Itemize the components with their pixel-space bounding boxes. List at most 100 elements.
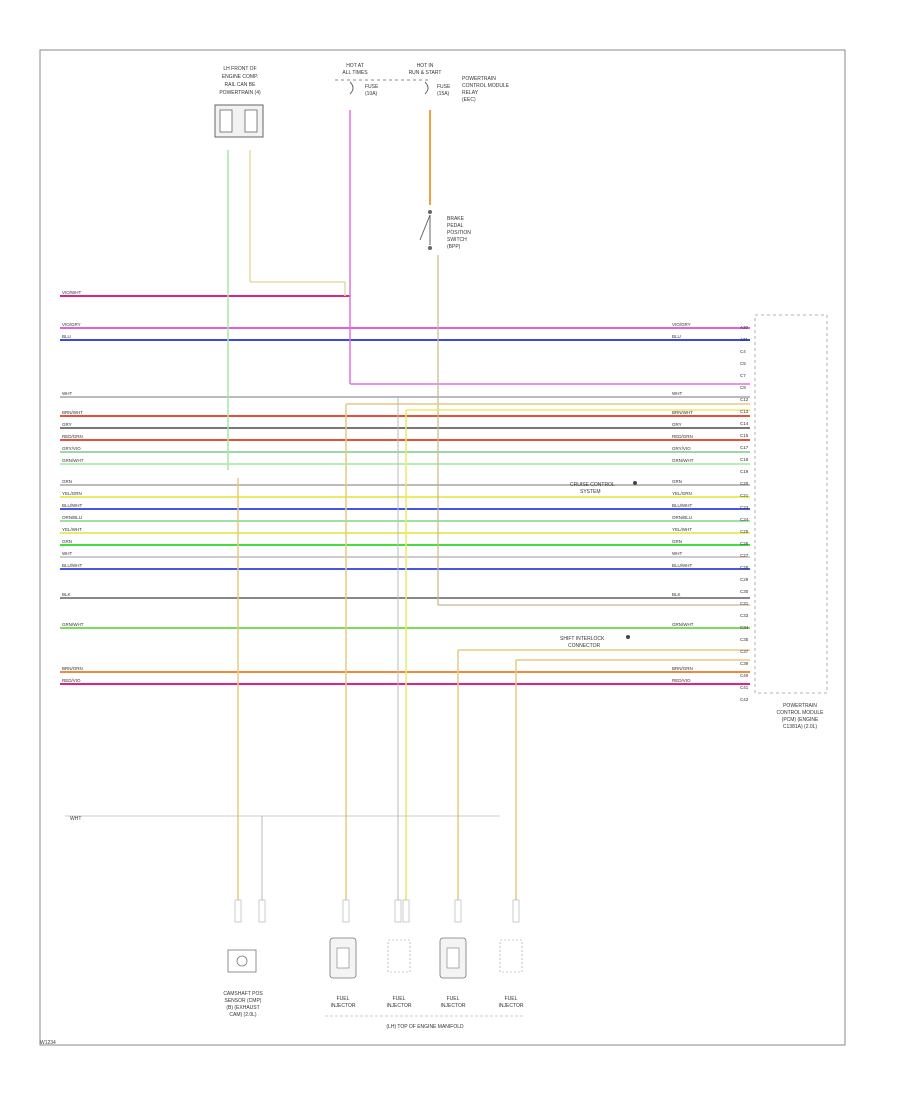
- inj2-label-1: INJECTOR: [387, 1003, 412, 1009]
- pcm-label-3: C1381A) (2.0L): [783, 724, 818, 730]
- wire-label-left-w6: GRY: [62, 422, 72, 427]
- pin-code-9: C15: [740, 433, 749, 438]
- wire-label-right-w4: WHT: [672, 391, 682, 396]
- diagram-frame: [39, 49, 846, 1046]
- wire-label-right-w7: RED/GRN: [672, 434, 693, 439]
- wire-label-left-w2: VIO/GRY: [62, 322, 81, 327]
- pin-code-10: C17: [740, 445, 749, 450]
- wire-label-right-w6: GRY: [672, 422, 682, 427]
- wire-label-left-w5: BRN/WHT: [62, 410, 83, 415]
- bottom-pin-2: [342, 899, 350, 923]
- inj4-label-0: FUEL: [505, 996, 518, 1002]
- bottom-pin-6: [512, 899, 520, 923]
- pin-code-13: C20: [740, 481, 749, 486]
- pin-code-11: C18: [740, 457, 749, 462]
- inj1-label-0: FUEL: [337, 996, 350, 1002]
- fuse-a-line-2: FUSE: [365, 84, 379, 90]
- pcm-label-0: POWERTRAIN: [783, 703, 817, 709]
- pin-code-3: C5: [740, 361, 746, 366]
- pin-code-20: C28: [740, 565, 749, 570]
- pin-code-18: C26: [740, 541, 749, 546]
- pin-code-22: C30: [740, 589, 749, 594]
- pin-code-15: C23: [740, 505, 749, 510]
- wire-label-left-w12: BLU/WHT: [62, 503, 83, 508]
- wire-label-left-w3: BLU: [62, 334, 71, 339]
- wire-label-left-w17: BLU/WHT: [62, 563, 83, 568]
- wire-label-left-w10: GRN: [62, 479, 72, 484]
- shift-note: SHIFT INTERLOCK CONNECTOR: [560, 635, 630, 649]
- inj3-label-0: FUEL: [447, 996, 460, 1002]
- bottom-pin-5: [454, 899, 462, 923]
- pin-code-19: C27: [740, 553, 749, 558]
- wire-label-left-w14: YEL/WHT: [62, 527, 82, 532]
- fuse-a: HOT AT ALL TIMES FUSE (10A): [335, 63, 430, 97]
- wire-label-right-w3: BLU: [672, 334, 681, 339]
- fuse-a-line-3: (10A): [365, 91, 378, 97]
- shift-note-0: SHIFT INTERLOCK: [560, 636, 605, 642]
- wire-label-left-w15: GRN: [62, 539, 72, 544]
- bottom-pin-4: [402, 899, 410, 923]
- injector-3: [439, 937, 467, 979]
- wire-label-right-w5: BRN/WHT: [672, 410, 693, 415]
- brake-pedal-switch: BRAKE PEDAL POSITION SWITCH (BPP): [419, 210, 471, 250]
- cruise-note-0: CRUISE CONTROL: [570, 482, 615, 488]
- bottom-pin-3: [394, 899, 402, 923]
- left-module-label-1: ENGINE COMP.: [222, 74, 258, 80]
- injector-1: [329, 937, 357, 979]
- pin-code-17: C25: [740, 529, 749, 534]
- wire-label-right-w8: GRY/VIO: [672, 446, 691, 451]
- pin-code-24: C33: [740, 613, 749, 618]
- wire-label-left-w8: GRY/VIO: [62, 446, 81, 451]
- pin-code-21: C29: [740, 577, 749, 582]
- wire-label-right-w14: YEL/WHT: [672, 527, 692, 532]
- left-module-label-0: LH FRONT OF: [223, 66, 256, 72]
- switch-label-1: PEDAL: [447, 223, 464, 229]
- shift-note-1: CONNECTOR: [568, 643, 601, 649]
- fuse-b-line-3: (15A): [437, 91, 450, 97]
- wire-label-left-w9: GRN/WHT: [62, 458, 84, 463]
- pin-code-8: C14: [740, 421, 749, 426]
- injector-2: [387, 939, 411, 973]
- cmp-sensor: [227, 949, 257, 973]
- wire-label-right-w21: RED/VIO: [672, 678, 691, 683]
- bottom-components: CAMSHAFT POS SENSOR (CMP) (B) (EXHAUST C…: [223, 937, 525, 1030]
- inj1-label-1: INJECTOR: [331, 1003, 356, 1009]
- pcm-label-2: (PCM) (ENGINE: [782, 717, 819, 723]
- bottom-pin-0: [234, 899, 242, 923]
- cmp-label-3: CAM) (2.0L): [229, 1012, 257, 1018]
- inj2-label-0: FUEL: [393, 996, 406, 1002]
- fuse-b-note-2: RELAY: [462, 90, 479, 96]
- inj3-label-1: INJECTOR: [441, 1003, 466, 1009]
- cruise-note: CRUISE CONTROL SYSTEM: [570, 481, 637, 495]
- fuse-b-line-0: HOT IN: [417, 63, 434, 69]
- wire-label-right-w20: BRN/ORN: [672, 666, 693, 671]
- wire-label-right-w19: GRN/WHT: [672, 622, 694, 627]
- wire-label-left-w16: WHT: [62, 551, 72, 556]
- wire-label-left-w20: BRN/ORN: [62, 666, 83, 671]
- wire-label-right-w15: GRN: [672, 539, 682, 544]
- wire-label-right-w18: BLK: [672, 592, 681, 597]
- wire-label-left-w11: YEL/GRN: [62, 491, 82, 496]
- left-module-label-3: POWERTRAIN (4): [219, 90, 261, 96]
- pin-code-14: C21: [740, 493, 749, 498]
- wire-label-left-w13: ORN/BLU: [62, 515, 82, 520]
- switch-label-3: SWITCH: [447, 237, 467, 243]
- fuse-b-note-1: CONTROL MODULE: [462, 83, 510, 89]
- fuse-b-note-3: (EEC): [462, 97, 476, 103]
- pin-code-12: C19: [740, 469, 749, 474]
- switch-label-4: (BPP): [447, 244, 461, 250]
- pin-code-4: C7: [740, 373, 746, 378]
- fuse-a-line-1: ALL TIMES: [342, 70, 368, 76]
- wire-label-left-w1: VIO/WHT: [62, 290, 81, 295]
- pin-code-6: C12: [740, 397, 749, 402]
- wire-label-left-w7: RED/GRN: [62, 434, 83, 439]
- pin-code-1: A31: [740, 337, 749, 342]
- wire-label-right-w10: GRN: [672, 479, 682, 484]
- top-left-module: LH FRONT OF ENGINE COMP. RAIL CAN BE POW…: [214, 66, 264, 138]
- fuse-b-line-1: RUN & START: [409, 70, 442, 76]
- pin-code-27: C37: [740, 649, 749, 654]
- injector-4: [499, 939, 523, 973]
- splice-label: WHT: [70, 816, 81, 822]
- pin-code-29: C40: [740, 673, 749, 678]
- pcm-label: POWERTRAIN CONTROL MODULE (PCM) (ENGINE …: [776, 703, 824, 730]
